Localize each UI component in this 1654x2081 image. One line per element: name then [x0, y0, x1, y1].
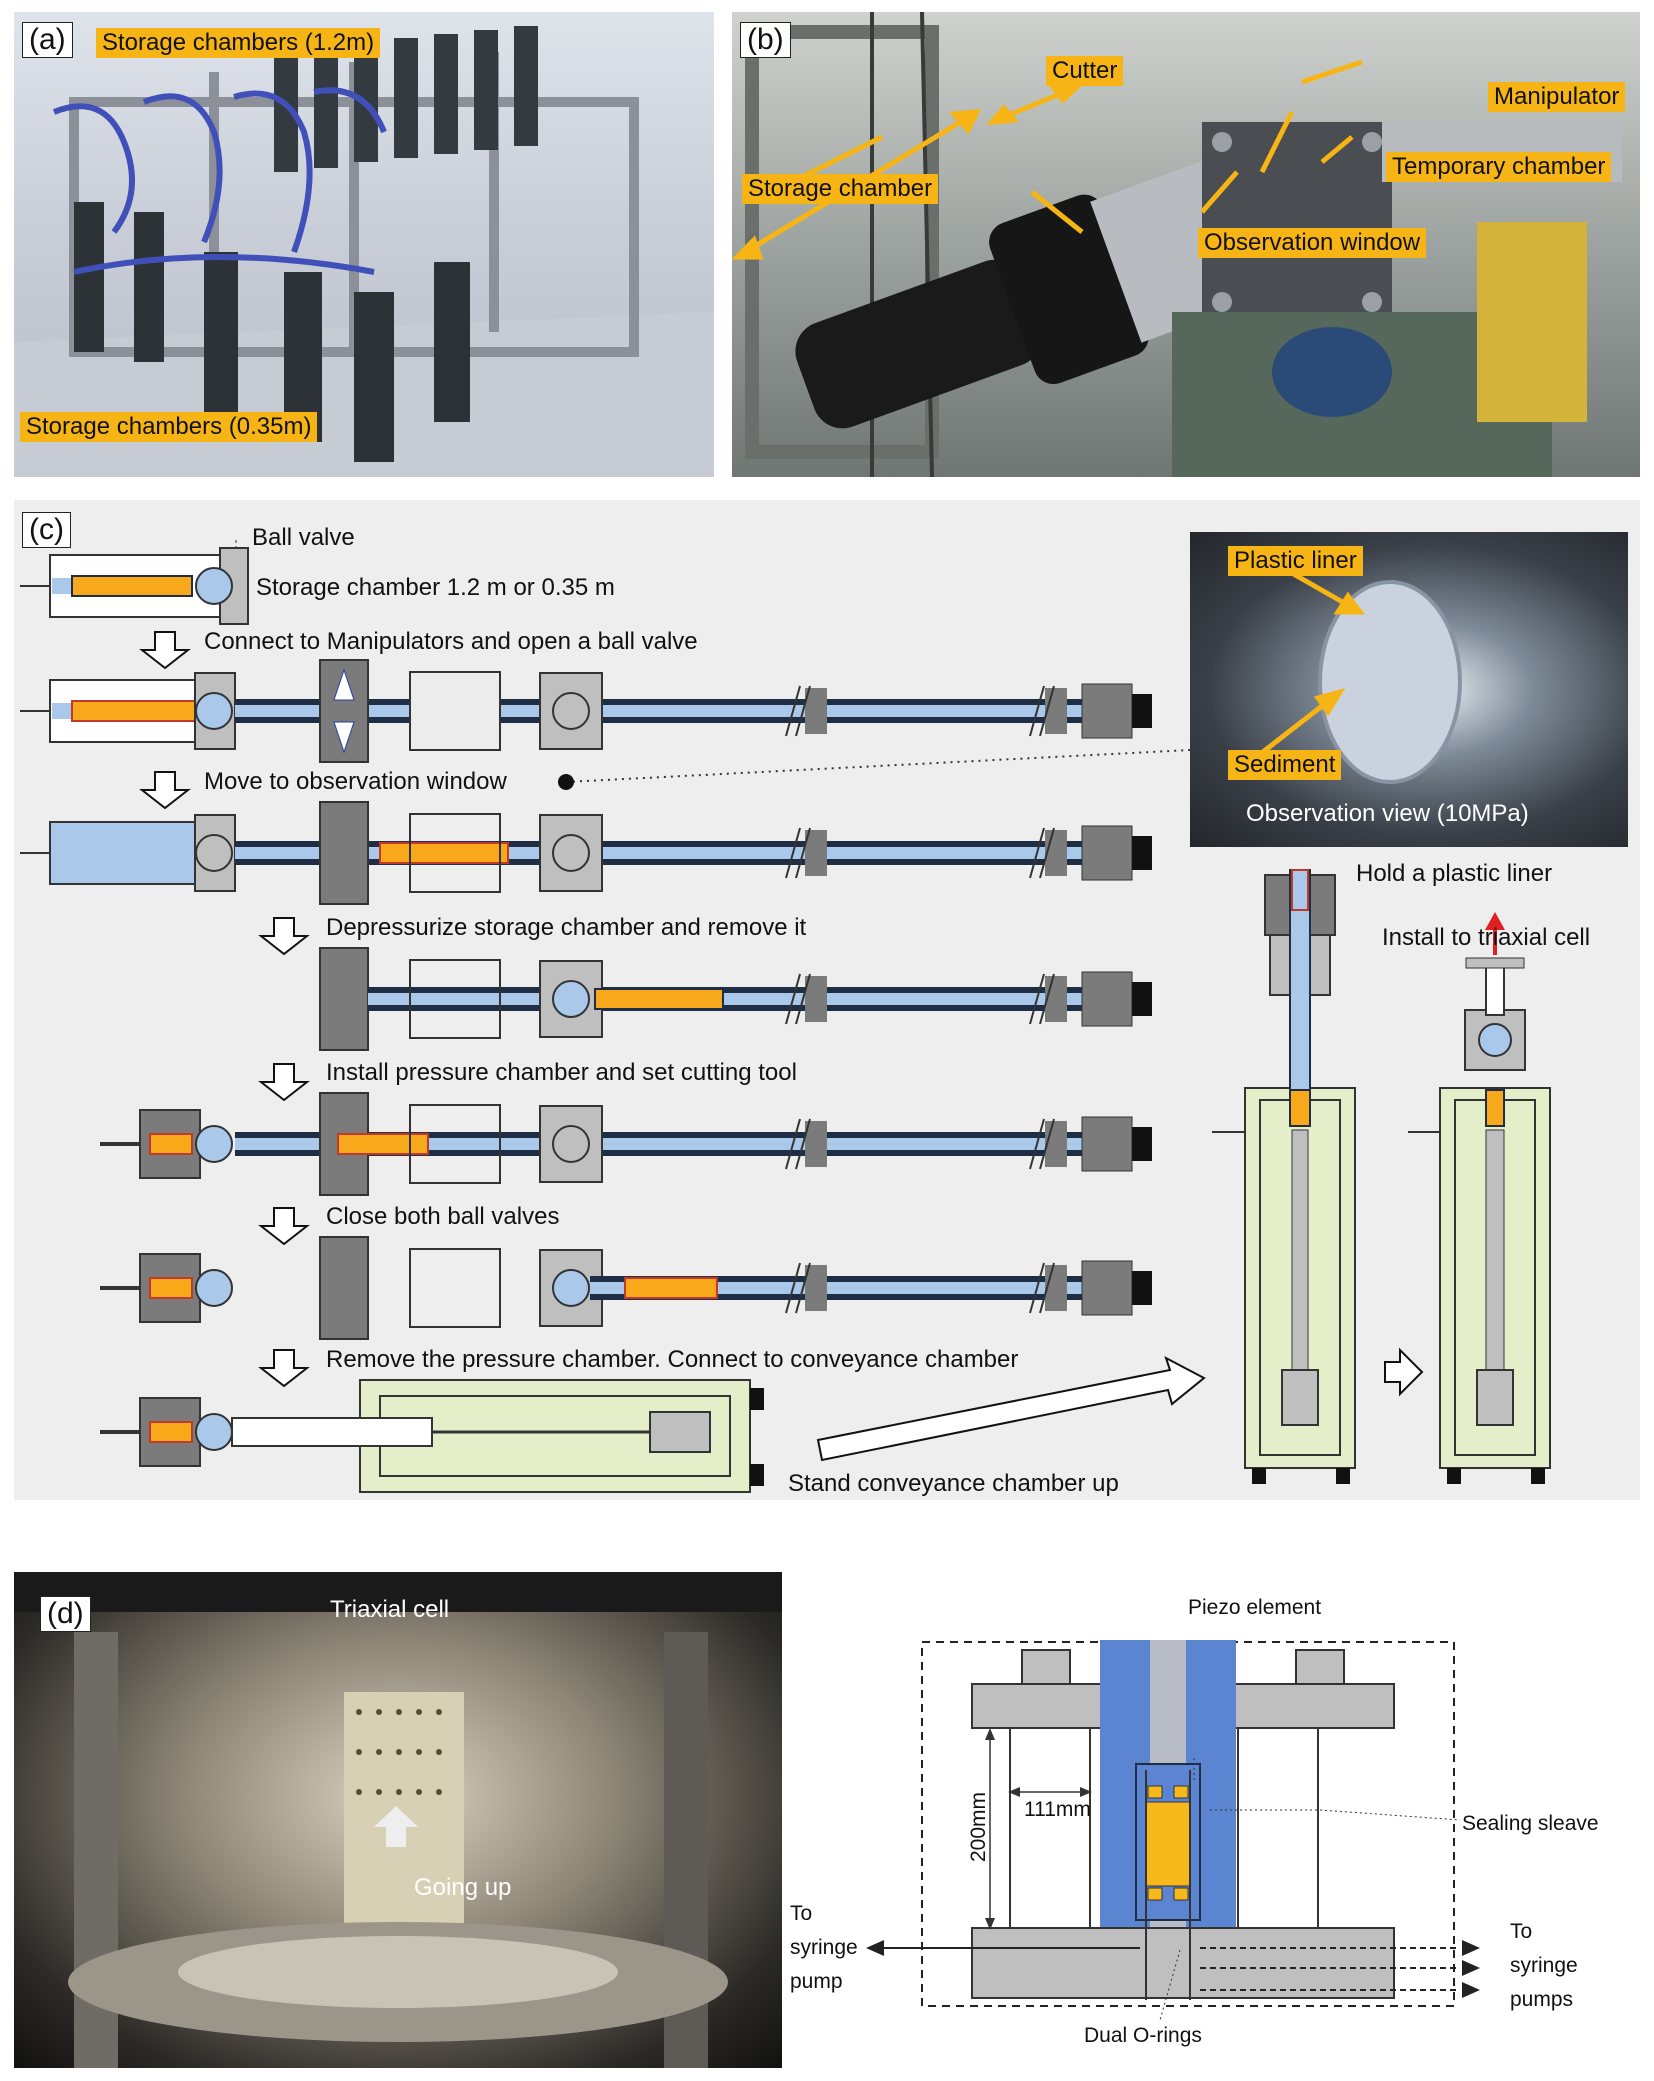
- to-pump-left-1: To: [790, 1902, 813, 1925]
- height-dimension: 200mm: [967, 1791, 991, 1863]
- orings-label: Dual O-rings: [1084, 2024, 1202, 2047]
- to-pumps-right-2: syringe: [1510, 1954, 1578, 1977]
- sealing-label: Sealing sleave: [1462, 1812, 1599, 1835]
- stand-up-label: Stand conveyance chamber up: [788, 1470, 1119, 1497]
- photo-triaxial-cell: [14, 1572, 782, 2068]
- label-storage-chambers-small: Storage chambers (0.35m): [20, 412, 318, 442]
- ball-valve-label: Ball valve: [252, 524, 355, 551]
- panel-a-tag: (a): [22, 22, 73, 58]
- photo-storage-chambers-illustration: [14, 26, 714, 477]
- label-storage-chambers-large: Storage chambers (1.2m): [96, 28, 381, 58]
- label-cutter: Cutter: [1046, 56, 1124, 86]
- label-temporary-chamber: Temporary chamber: [1386, 152, 1612, 182]
- label-manipulator: Manipulator: [1488, 82, 1626, 112]
- to-pumps-right-1: To: [1510, 1920, 1533, 1943]
- inset-caption: Observation view (10MPa): [1246, 800, 1529, 827]
- step-6: Remove the pressure chamber. Connect to …: [326, 1346, 1019, 1373]
- hold-liner-label: Hold a plastic liner: [1356, 860, 1553, 887]
- label-storage-chamber: Storage chamber: [742, 174, 939, 204]
- step-2: Move to observation window: [204, 768, 507, 795]
- step-4: Install pressure chamber and set cutting…: [326, 1059, 797, 1086]
- triaxial-cell-label: Triaxial cell: [330, 1596, 450, 1623]
- step-5: Close both ball valves: [326, 1203, 560, 1230]
- to-pumps-right-3: pumps: [1510, 1988, 1574, 2011]
- width-dimension: 111mm: [1024, 1798, 1091, 1821]
- photo-storage-chambers: [14, 12, 714, 477]
- step-3: Depressurize storage chamber and remove …: [326, 914, 807, 941]
- panel-c-tag: (c): [22, 512, 71, 548]
- label-sediment: Sediment: [1228, 750, 1342, 780]
- panel-d-tag: (d): [40, 1596, 91, 1632]
- step-1: Connect to Manipulators and open a ball …: [204, 628, 698, 655]
- install-triaxial-label: Install to triaxial cell: [1382, 924, 1591, 951]
- label-observation-window: Observation window: [1198, 228, 1427, 258]
- panel-b-tag: (b): [740, 22, 791, 58]
- inset-observation-view: [1190, 532, 1628, 847]
- to-pump-left-3: pump: [790, 1970, 843, 1993]
- to-pump-left-2: syringe: [790, 1936, 858, 1959]
- storage-chamber-label: Storage chamber 1.2 m or 0.35 m: [256, 574, 615, 601]
- label-plastic-liner: Plastic liner: [1228, 546, 1363, 576]
- piezo-label: Piezo element: [1188, 1596, 1322, 1619]
- going-up-label: Going up: [414, 1874, 512, 1901]
